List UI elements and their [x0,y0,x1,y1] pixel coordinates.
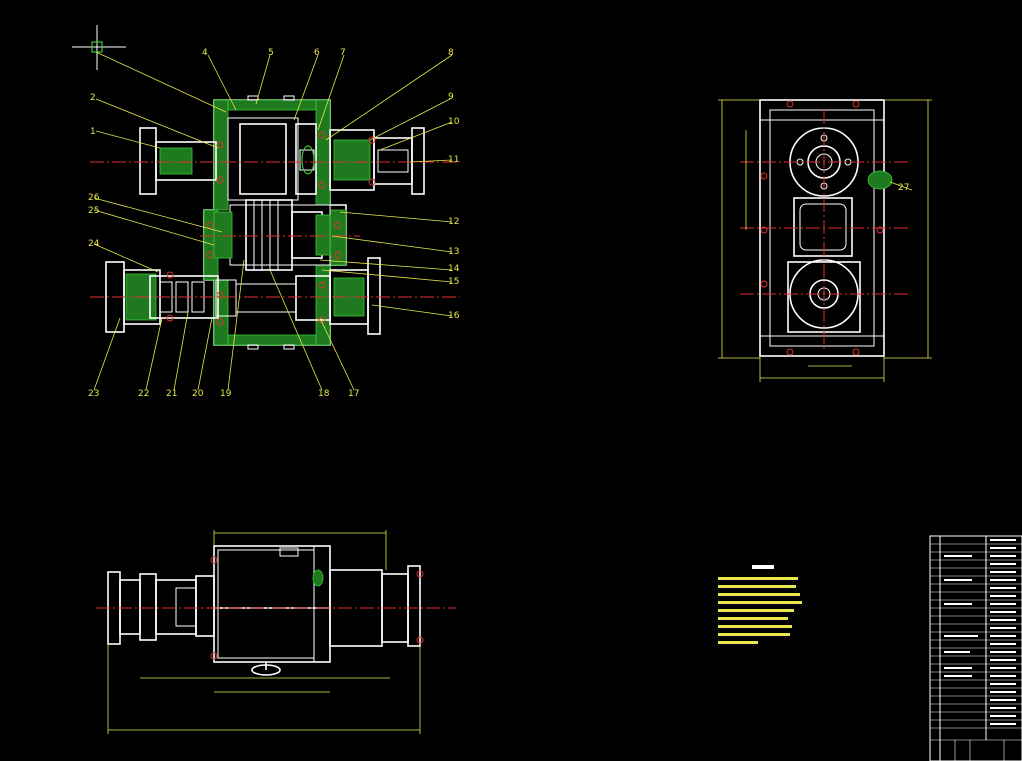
label-part-27: 27 [898,183,909,193]
label-part-2: 2 [90,93,96,103]
label-part-6: 6 [314,48,320,58]
label-part-20: 20 [192,389,204,399]
label-part-23: 23 [88,389,99,399]
cursor-crosshair-icon [72,25,126,70]
label-part-11: 11 [448,155,459,165]
label-part-16: 16 [448,311,460,321]
label-part-7: 7 [340,48,346,58]
side-view: 27 [718,99,932,382]
label-part-21: 21 [166,389,177,399]
label-part-9: 9 [448,92,454,102]
label-part-12: 12 [448,217,459,227]
label-part-14: 14 [448,264,460,274]
label-part-18: 18 [318,389,330,399]
label-part-1: 1 [90,127,96,137]
label-part-13: 13 [448,247,459,257]
technical-notes [718,565,802,644]
parts-list-table [929,535,1022,761]
label-part-15: 15 [448,277,459,287]
label-part-22: 22 [138,389,149,399]
label-part-5: 5 [268,48,274,58]
top-view [96,530,456,734]
label-part-8: 8 [448,48,454,58]
label-part-24: 24 [88,239,100,249]
label-part-25: 25 [88,206,99,216]
label-part-19: 19 [220,389,232,399]
section-view: 1 2 4 5 6 7 8 9 10 11 12 13 14 15 16 17 … [88,48,460,399]
label-part-17: 17 [348,389,359,399]
label-part-10: 10 [448,117,460,127]
label-part-26: 26 [88,193,100,203]
label-part-4: 4 [202,48,208,58]
